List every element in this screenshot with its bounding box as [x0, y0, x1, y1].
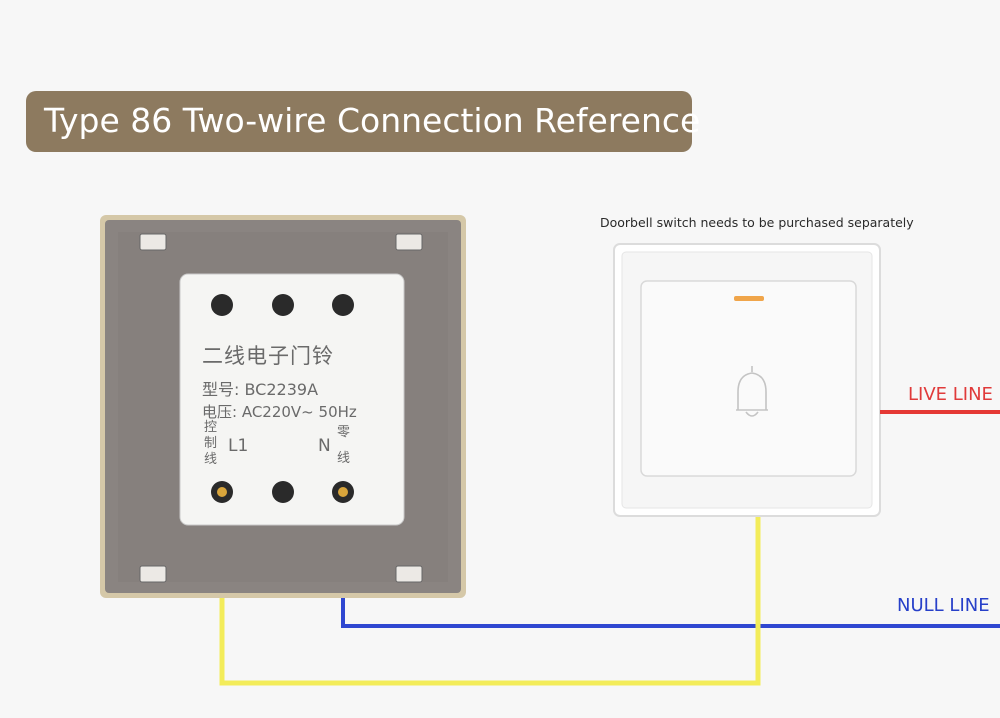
- control-line-label: 控 制 线: [204, 420, 217, 468]
- title-banner: Type 86 Two-wire Connection Reference: [26, 91, 700, 152]
- live-line-label: LIVE LINE: [908, 384, 993, 405]
- neutral-char-2: 线: [337, 451, 351, 466]
- doorbell-button[interactable]: [640, 280, 857, 477]
- module-model: 型号: BC2239A: [202, 380, 319, 399]
- control-char-2: 制: [204, 436, 218, 451]
- neutral-char-1: 零: [337, 425, 351, 440]
- control-char-3: 线: [204, 452, 218, 467]
- bell-icon: [736, 366, 768, 417]
- terminal-n-label: N: [318, 436, 331, 456]
- doorbell-module: [179, 273, 405, 526]
- indicator-light: [734, 296, 764, 301]
- mounting-clips: [139, 233, 423, 583]
- purchase-note: Doorbell switch needs to be purchased se…: [600, 215, 914, 230]
- terminal-screws: [211, 481, 354, 503]
- module-name: 二线电子门铃: [202, 344, 334, 368]
- page-title: Type 86 Two-wire Connection Reference: [44, 101, 701, 140]
- module-screw-holes: [211, 294, 354, 503]
- terminal-l1-label: L1: [228, 436, 249, 456]
- null-line-label: NULL LINE: [897, 595, 990, 616]
- module-voltage: 电压: AC220V~ 50Hz: [202, 403, 357, 421]
- neutral-line-label: 零 线: [337, 420, 350, 472]
- control-char-1: 控: [204, 420, 218, 435]
